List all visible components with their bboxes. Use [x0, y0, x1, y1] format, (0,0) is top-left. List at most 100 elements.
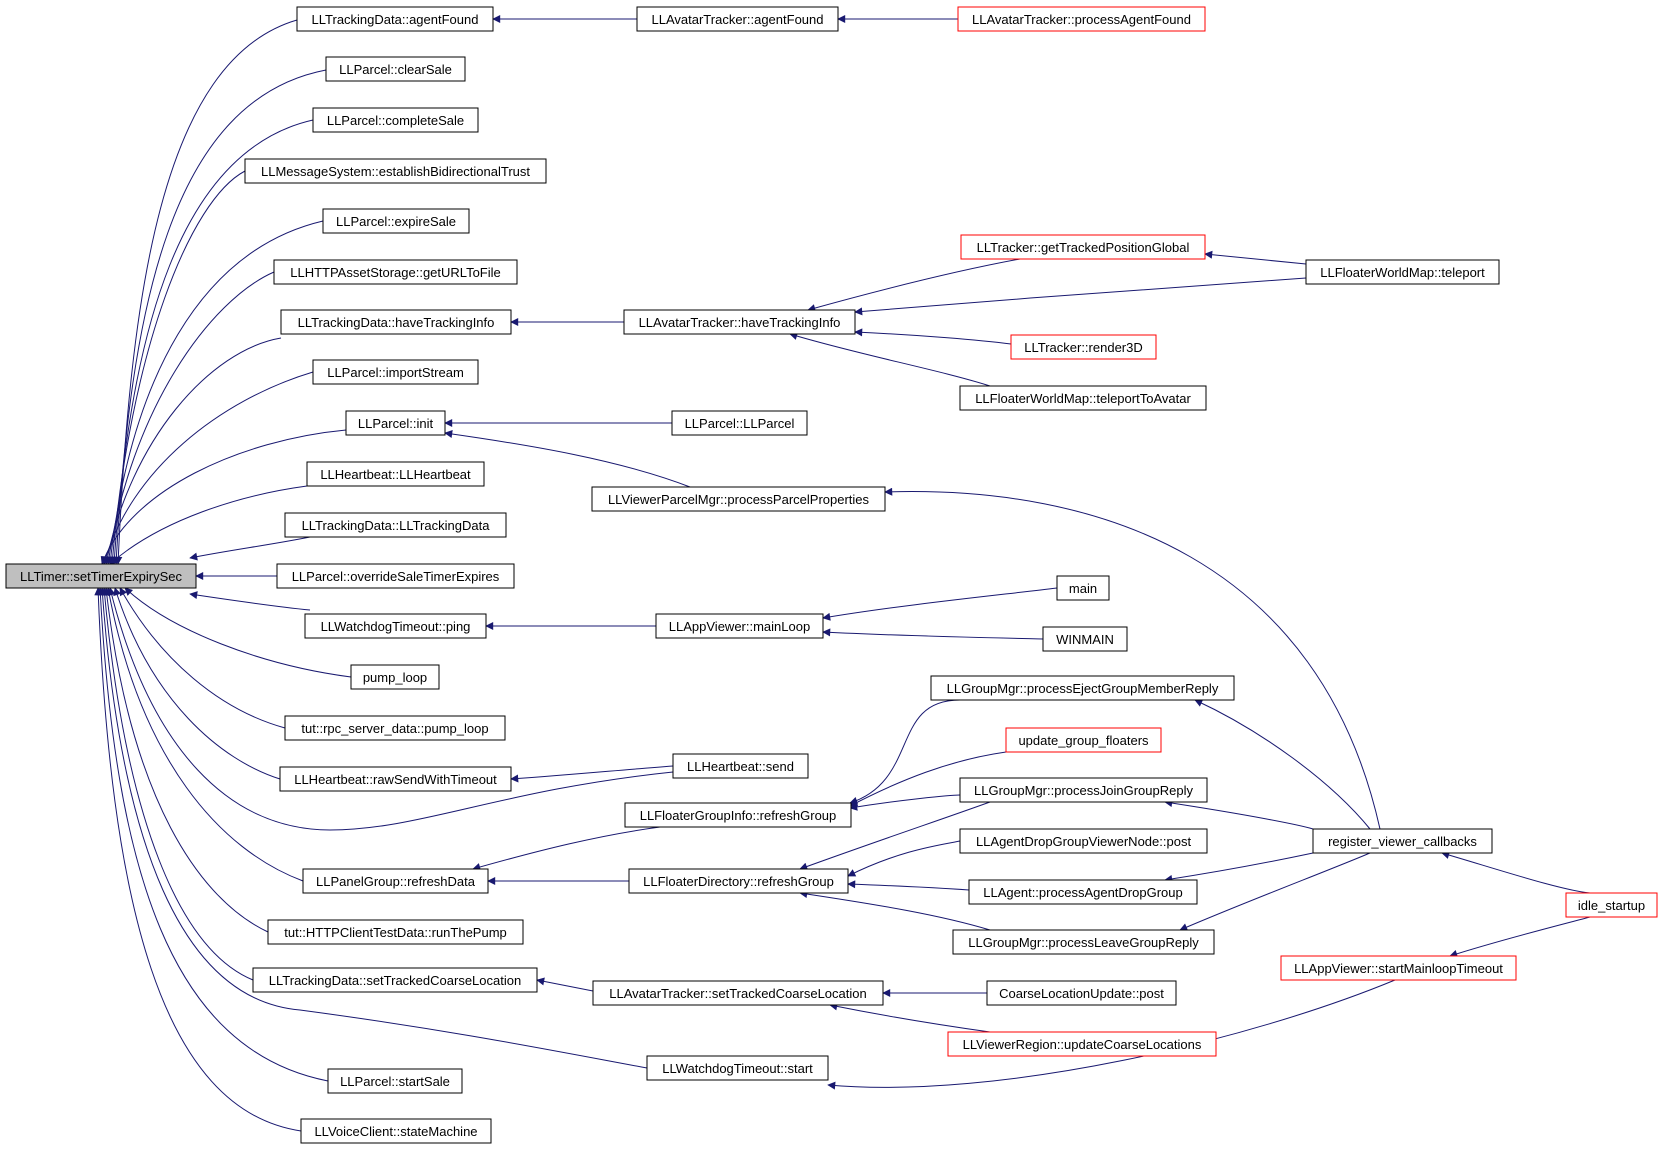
edge-root-pg_refreshData [105, 587, 304, 882]
edge-root-td_agentFound [114, 19, 298, 565]
node-label: LLVoiceClient::stateMachine [314, 1124, 477, 1139]
node-root[interactable]: LLTimer::setTimerExpirySec [5, 563, 197, 589]
node-fwm_teleportToAvatar[interactable]: LLFloaterWorldMap::teleportToAvatar [959, 385, 1207, 411]
node-label: main [1069, 581, 1097, 596]
node-box [1280, 955, 1517, 981]
node-box [959, 385, 1207, 411]
node-label: LLAvatarTracker::haveTrackingInfo [639, 315, 841, 330]
node-gm_eject[interactable]: LLGroupMgr::processEjectGroupMemberReply [930, 675, 1235, 701]
node-label: LLAppViewer::startMainloopTimeout [1294, 961, 1503, 976]
nodes: LLTimer::setTimerExpirySecLLTrackingData… [5, 6, 1658, 1144]
node-ugf[interactable]: update_group_floaters [1005, 727, 1162, 753]
node-box [306, 461, 485, 487]
node-box [655, 613, 824, 639]
node-gm_join[interactable]: LLGroupMgr::processJoinGroupReply [959, 777, 1208, 803]
node-label: update_group_floaters [1018, 733, 1149, 748]
node-box [623, 309, 856, 335]
node-label: LLParcel::overrideSaleTimerExpires [292, 569, 500, 584]
node-p_completeSale[interactable]: LLParcel::completeSale [312, 107, 479, 133]
node-fd_refresh[interactable]: LLFloaterDirectory::refreshGroup [628, 868, 849, 894]
node-adgvn_post[interactable]: LLAgentDropGroupViewerNode::post [959, 828, 1208, 854]
node-rvc[interactable]: register_viewer_callbacks [1312, 828, 1493, 854]
node-label: WINMAIN [1056, 632, 1114, 647]
node-box [244, 158, 547, 184]
node-label: LLGroupMgr::processLeaveGroupReply [968, 935, 1199, 950]
node-fgi_refresh[interactable]: LLFloaterGroupInfo::refreshGroup [624, 802, 852, 828]
node-tut_http[interactable]: tut::HTTPClientTestData::runThePump [267, 919, 524, 945]
node-tr_getTracked[interactable]: LLTracker::getTrackedPositionGlobal [960, 234, 1206, 260]
node-p_expireSale[interactable]: LLParcel::expireSale [322, 208, 470, 234]
node-p_override[interactable]: LLParcel::overrideSaleTimerExpires [276, 563, 515, 589]
node-box [276, 563, 515, 589]
node-at_agentFound[interactable]: LLAvatarTracker::agentFound [636, 6, 839, 32]
node-label: LLFloaterGroupInfo::refreshGroup [640, 808, 837, 823]
node-wt_start[interactable]: LLWatchdogTimeout::start [646, 1055, 829, 1081]
node-pg_refreshData[interactable]: LLPanelGroup::refreshData [302, 868, 489, 894]
node-hb_LLHeartbeat[interactable]: LLHeartbeat::LLHeartbeat [306, 461, 485, 487]
edge-av_startMainloop-idle_startup [1449, 916, 1591, 958]
node-box [968, 879, 1198, 905]
edge-at_haveTracking-fwm_teleportToAvatar [789, 332, 991, 387]
node-at_haveTracking[interactable]: LLAvatarTracker::haveTrackingInfo [623, 309, 856, 335]
node-box [304, 613, 487, 639]
node-p_clearSale[interactable]: LLParcel::clearSale [325, 56, 466, 82]
node-label: LLFloaterDirectory::refreshGroup [643, 874, 834, 889]
node-label: LLParcel::LLParcel [685, 416, 795, 431]
node-wt_ping[interactable]: LLWatchdogTimeout::ping [304, 613, 487, 639]
node-box [312, 107, 479, 133]
edge-fd_refresh-adgvn_post [847, 840, 961, 877]
node-box [1565, 892, 1658, 918]
edges [94, 15, 1591, 1132]
node-clu_post[interactable]: CoarseLocationUpdate::post [986, 980, 1177, 1006]
node-box [646, 1055, 829, 1081]
node-ms_establish[interactable]: LLMessageSystem::establishBidirectionalT… [244, 158, 547, 184]
node-hb_rawSend[interactable]: LLHeartbeat::rawSendWithTimeout [279, 766, 512, 792]
node-at_processAgentFound[interactable]: LLAvatarTracker::processAgentFound [957, 6, 1206, 32]
node-idle_startup[interactable]: idle_startup [1565, 892, 1658, 918]
node-label: tut::HTTPClientTestData::runThePump [284, 925, 507, 940]
node-av_mainLoop[interactable]: LLAppViewer::mainLoop [655, 613, 824, 639]
node-td_agentFound[interactable]: LLTrackingData::agentFound [296, 6, 494, 32]
node-gm_leave[interactable]: LLGroupMgr::processLeaveGroupReply [952, 929, 1215, 955]
node-p_startSale[interactable]: LLParcel::startSale [327, 1068, 463, 1094]
node-at_setCoarse[interactable]: LLAvatarTracker::setTrackedCoarseLocatio… [592, 980, 884, 1006]
node-box [1056, 575, 1110, 601]
node-label: LLTrackingData::haveTrackingInfo [298, 315, 495, 330]
edge-at_haveTracking-tr_getTracked [807, 258, 1021, 312]
node-main[interactable]: main [1056, 575, 1110, 601]
node-td_setCoarse[interactable]: LLTrackingData::setTrackedCoarseLocation [252, 967, 538, 993]
node-vc_state[interactable]: LLVoiceClient::stateMachine [300, 1118, 492, 1144]
edge-root-hb_LLHeartbeat [109, 485, 308, 565]
node-p_init[interactable]: LLParcel::init [345, 410, 446, 436]
node-tr_render3D[interactable]: LLTracker::render3D [1010, 334, 1157, 360]
node-tut_pump[interactable]: tut::rpc_server_data::pump_loop [284, 715, 506, 741]
node-pump_loop[interactable]: pump_loop [350, 664, 440, 690]
node-p_LLParcel[interactable]: LLParcel::LLParcel [671, 410, 808, 436]
edge-pg_refreshData-fgi_refresh [472, 826, 661, 871]
node-box [624, 802, 852, 828]
node-hb_send[interactable]: LLHeartbeat::send [672, 753, 809, 779]
node-td_LLTrackingData[interactable]: LLTrackingData::LLTrackingData [284, 512, 507, 538]
node-label: LLTrackingData::setTrackedCoarseLocation [269, 973, 521, 988]
edge-at_setCoarse-vr_update [829, 1002, 991, 1033]
node-winmain[interactable]: WINMAIN [1042, 626, 1128, 652]
node-ag_drop[interactable]: LLAgent::processAgentDropGroup [968, 879, 1198, 905]
edge-root-hb_rawSend [113, 587, 281, 780]
node-box [279, 766, 512, 792]
node-box [1042, 626, 1128, 652]
node-fwm_teleport[interactable]: LLFloaterWorldMap::teleport [1305, 259, 1500, 285]
node-box [280, 309, 512, 335]
edge-gm_eject-rvc [1194, 699, 1371, 830]
edge-root-ms_establish [108, 170, 246, 565]
node-vr_update[interactable]: LLViewerRegion::updateCoarseLocations [947, 1031, 1217, 1057]
node-td_haveTracking[interactable]: LLTrackingData::haveTrackingInfo [280, 309, 512, 335]
edge-p_init-vpm_processParcel [444, 430, 691, 488]
node-vpm_processParcel[interactable]: LLViewerParcelMgr::processParcelProperti… [591, 486, 886, 512]
edge-root-p_completeSale [110, 119, 314, 565]
node-av_startMainloop[interactable]: LLAppViewer::startMainloopTimeout [1280, 955, 1517, 981]
node-box [671, 410, 808, 436]
node-has_getURL[interactable]: LLHTTPAssetStorage::getURLToFile [273, 259, 518, 285]
node-box [960, 234, 1206, 260]
node-p_importStream[interactable]: LLParcel::importStream [312, 359, 479, 385]
node-label: LLFloaterWorldMap::teleport [1320, 265, 1485, 280]
